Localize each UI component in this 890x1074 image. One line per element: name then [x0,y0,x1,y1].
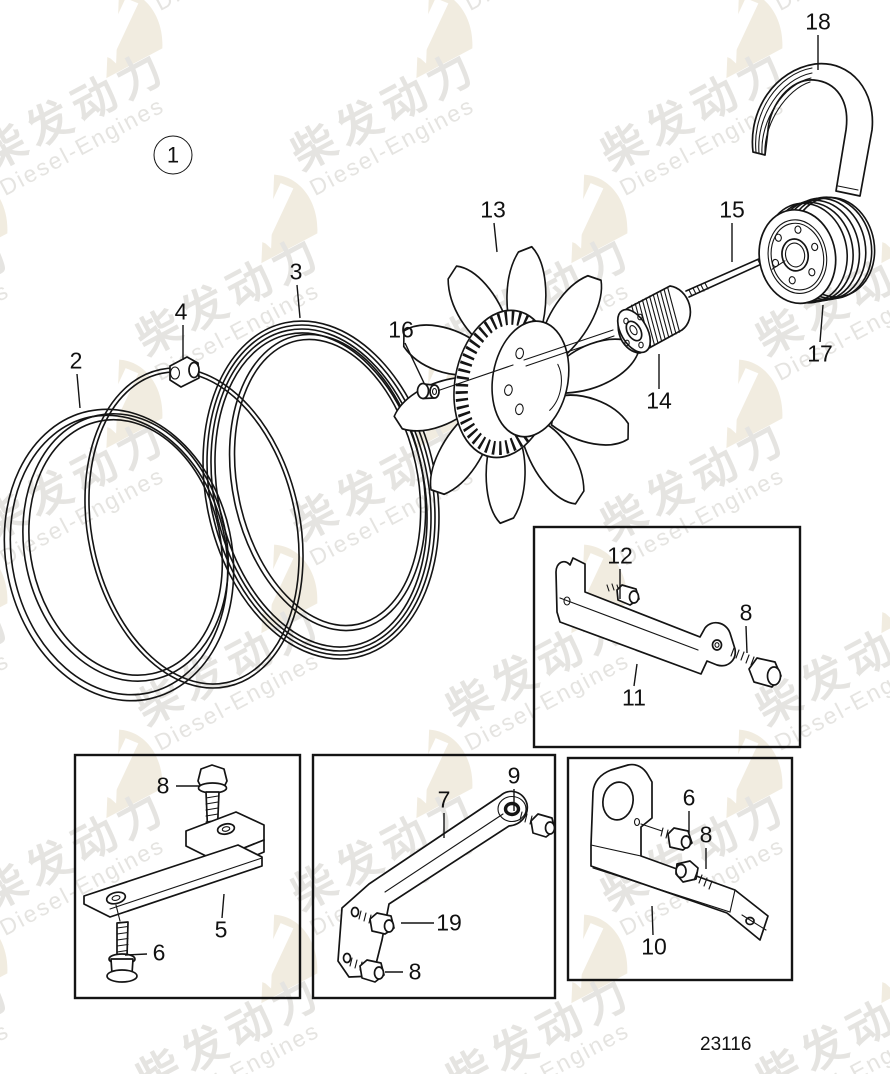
detail-box-bracket-10 [566,756,794,982]
fan-shaft-rod [523,329,615,367]
bolt-8-box-c [349,957,385,983]
callout-3: 3 [289,258,303,285]
leader-line-3 [296,284,301,319]
leader-line-8 [745,625,748,654]
callout-11: 11 [622,684,646,711]
callout-6: 6 [152,939,166,966]
callout-4: 4 [174,298,188,325]
fan-hub [453,309,570,459]
nut-part-16 [416,364,514,400]
clamp-band-part-4 [84,356,304,689]
bracket-10 [590,763,769,941]
bolt-19 [358,910,395,935]
assembly-callout: 1 [153,135,193,175]
detail-box-brace-7 [311,753,557,1000]
callout-18: 18 [805,8,831,35]
callout-8: 8 [408,958,422,985]
callout-17: 17 [807,340,833,367]
callout-15: 15 [719,196,745,223]
callout-8: 8 [156,772,170,799]
leader-line-17 [819,304,824,343]
leader-line-13 [493,222,498,253]
callout-8: 8 [699,821,713,848]
leader-line-6 [124,953,148,956]
fan-part-13 [390,245,642,528]
callout-16: 16 [388,316,414,343]
leader-line-5 [221,893,225,919]
callout-5: 5 [214,916,228,943]
bolt-8-box-b [197,764,229,838]
bolt-6-box-b [106,904,138,983]
callout-9: 9 [507,762,521,789]
callout-7: 7 [437,786,451,813]
bolt-9 [519,811,556,838]
belt-part-18 [751,62,874,197]
callout-14: 14 [646,387,672,414]
hub-part-14 [616,285,692,354]
detail-box-bracket-11 [532,525,802,749]
callout-8: 8 [739,599,753,626]
leader-line-2 [76,373,81,409]
ring-part-3 [202,320,440,660]
leader-line-16 [404,342,425,384]
callout-10: 10 [641,933,667,960]
bolt-8-box-d [675,860,713,890]
callout-19: 19 [436,909,462,936]
figure-code: 23116 [700,1034,752,1055]
bracket-5 [83,811,265,918]
bolt-8-box-a [730,647,782,688]
screw-12 [606,583,640,606]
bracket-11 [555,557,737,675]
callout-12: 12 [607,542,633,569]
bolt-6-box-d [660,827,693,851]
callout-2: 2 [69,347,83,374]
detail-box-bracket-5 [73,753,302,1000]
leader-line-10 [651,905,654,936]
pulley-part-17 [758,196,876,305]
leader-line-11 [633,663,638,687]
callout-13: 13 [480,196,506,223]
callout-6: 6 [682,784,696,811]
